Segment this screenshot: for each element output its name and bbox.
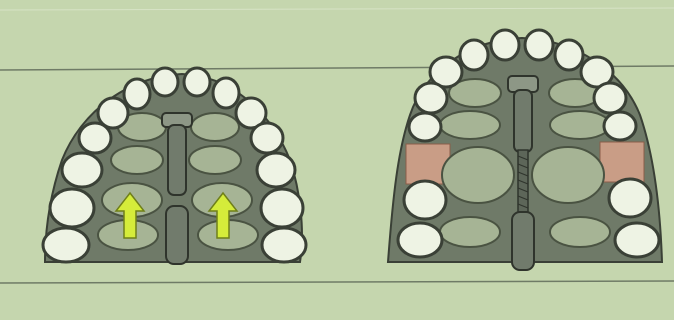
tooth	[152, 68, 178, 96]
palate-window	[111, 146, 163, 174]
screw-body	[514, 90, 532, 152]
tooth	[262, 228, 306, 262]
tooth	[79, 123, 111, 153]
screw-body	[512, 212, 534, 270]
tooth	[124, 79, 150, 109]
palate-window	[440, 111, 500, 139]
tooth	[261, 189, 303, 227]
tooth	[604, 112, 636, 140]
tooth	[409, 113, 441, 141]
palate-window	[442, 147, 514, 203]
palate-window	[550, 217, 610, 247]
tooth	[404, 181, 446, 219]
tooth	[525, 30, 553, 60]
screw-body	[168, 125, 186, 195]
tooth	[398, 223, 442, 257]
palate-window	[191, 113, 239, 141]
tooth	[62, 153, 102, 187]
tooth	[415, 83, 447, 113]
tooth	[594, 83, 626, 113]
tooth	[609, 179, 651, 217]
tooth	[50, 189, 94, 227]
tooth	[460, 40, 488, 70]
palate-window	[440, 217, 500, 247]
palate-window	[532, 147, 604, 203]
palate-window	[550, 111, 610, 139]
tooth	[491, 30, 519, 60]
tooth	[43, 228, 89, 262]
tooth	[213, 78, 239, 108]
tooth	[615, 223, 659, 257]
tooth	[184, 68, 210, 96]
tooth	[555, 40, 583, 70]
screw-body	[166, 206, 188, 264]
tooth	[257, 153, 295, 187]
tooth	[251, 123, 283, 153]
palate-window	[189, 146, 241, 174]
expansion-gap-right	[600, 142, 644, 182]
